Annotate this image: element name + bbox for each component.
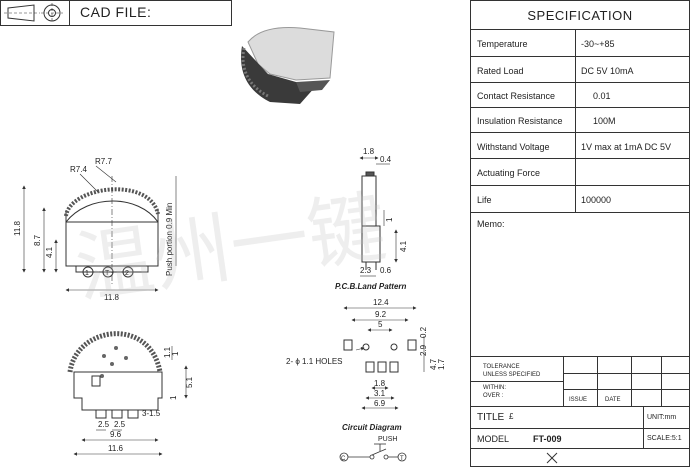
spec-label: Contact Resistance	[477, 91, 556, 101]
component-3d-render	[241, 27, 335, 104]
unit-label: UNIT:mm	[647, 414, 677, 421]
bottom-width-pins: 3-1.5	[142, 409, 161, 418]
specification-table: SPECIFICATION Temperature -30~+85 Rated …	[470, 0, 690, 467]
cad-file-label: CAD FILE:	[80, 4, 152, 20]
spec-value: 1V max at 1mA DC 5V	[581, 142, 672, 152]
pcb-width-5: 3.1	[374, 389, 386, 398]
pcb-width-6: 6.9	[374, 399, 386, 408]
spec-row-rated-load: Rated Load DC 5V 10mA	[471, 57, 689, 83]
bottom-width-4: 9.6	[110, 430, 122, 439]
front-height-low: 4.1	[45, 246, 54, 258]
spec-label: Insulation Resistance	[477, 116, 563, 126]
pcb-title: P.C.B.Land Pattern	[335, 282, 407, 291]
bottom-height-3: 5.1	[185, 376, 194, 388]
pin-t-label: T	[105, 270, 110, 277]
pcb-width-2: 9.2	[375, 310, 387, 319]
scale-label: SCALE:5:1	[647, 435, 682, 442]
spec-label: Actuating Force	[477, 168, 541, 178]
pcb-width-3: 5	[378, 320, 383, 329]
spec-title: SPECIFICATION	[471, 1, 689, 30]
tolerance-label: TOLERANCE UNLESS SPECIFIED	[483, 364, 541, 378]
side-view	[359, 156, 398, 277]
circuit-title: Circuit Diagram	[342, 423, 402, 432]
pin-2-label: 2	[125, 270, 129, 277]
spec-row-insulation-resistance: Insulation Resistance 100M	[471, 108, 689, 133]
over-label: OVER :	[483, 393, 504, 399]
cad-header-box	[0, 0, 232, 26]
push-portion-note: Push portion 0.9 Min	[165, 203, 174, 276]
spec-label: Withstand Voltage	[477, 142, 550, 152]
pcb-holes-note: 2- ϕ 1.1 HOLES	[286, 357, 343, 366]
spec-row-actuating-force: Actuating Force	[471, 159, 689, 186]
technical-drawing: R7.7 R7.4 11.8 8.7 4.1 11.8 Push portion…	[13, 27, 446, 462]
bottom-width-2: 2.5	[98, 420, 110, 429]
spec-label: Life	[477, 195, 492, 205]
front-height-mid: 8.7	[33, 234, 42, 246]
side-height-b: 4.1	[399, 240, 408, 252]
circuit-c-label: C	[341, 456, 346, 462]
date-label: DATE	[605, 397, 621, 403]
spec-value: -30~+85	[581, 39, 615, 49]
spec-row-contact-resistance: Contact Resistance 0.01	[471, 83, 689, 108]
bottom-height-2: 1.1	[163, 346, 172, 358]
cross-mark-icon	[546, 452, 558, 464]
projection-symbol	[0, 0, 70, 26]
bottom-height-1: 1	[171, 351, 180, 356]
model-row: MODEL FT-009 SCALE:5:1	[471, 429, 689, 449]
watermark-text: 温州一键	[70, 182, 391, 313]
side-width-top2: 0.4	[380, 155, 392, 164]
watermark: 温州一键	[70, 182, 391, 313]
side-height-a: 1	[385, 217, 394, 222]
spec-value: 100000	[581, 195, 612, 205]
circuit-t-label: T	[400, 456, 404, 462]
pcb-height-3: 4.7	[429, 358, 438, 370]
spec-label: Rated Load	[477, 66, 524, 76]
front-view	[22, 165, 177, 292]
title-label: TITLE	[477, 412, 505, 423]
side-width-bot1: 2.3	[360, 266, 372, 275]
tolerance-block: TOLERANCE UNLESS SPECIFIED WITHIN: OVER …	[471, 357, 689, 407]
pcb-height-1: 2.9	[419, 344, 428, 356]
front-height-total: 11.8	[13, 220, 22, 236]
side-width-bot2: 0.6	[380, 266, 392, 275]
bottom-width-3: 2.5	[114, 420, 126, 429]
title-row: TITLE £ UNIT:mm	[471, 407, 689, 429]
bottom-height-4: 1	[169, 395, 178, 400]
radius-r1: R7.7	[95, 157, 112, 166]
spec-value: 0.01	[593, 91, 611, 101]
pcb-width-4: 1.8	[374, 379, 386, 388]
front-width: 11.8	[104, 293, 120, 302]
side-width-top: 1.8	[363, 147, 375, 156]
projection-symbol-icon	[4, 3, 63, 23]
spec-row-life: Life 100000	[471, 186, 689, 213]
memo-label: Memo:	[477, 219, 505, 229]
pin-1-label: 1	[85, 270, 89, 277]
bottom-width-5: 11.6	[108, 444, 124, 453]
spec-row-temperature: Temperature -30~+85	[471, 29, 689, 57]
title-value: £	[509, 412, 514, 421]
model-label: MODEL	[477, 434, 510, 444]
spec-value: DC 5V 10mA	[581, 66, 634, 76]
pcb-height-4: 1.7	[437, 358, 446, 370]
bottom-view	[67, 331, 188, 456]
memo-area: Memo:	[471, 213, 689, 357]
pcb-height-2: 0.2	[419, 326, 428, 338]
issue-label: ISSUE	[569, 397, 588, 403]
radius-r2: R7.4	[70, 165, 87, 174]
spec-label: Temperature	[477, 39, 528, 49]
model-value: FT-009	[533, 434, 562, 444]
pcb-width-1: 12.4	[373, 298, 389, 307]
within-label: WITHIN:	[483, 385, 506, 391]
spec-row-withstand-voltage: Withstand Voltage 1V max at 1mA DC 5V	[471, 133, 689, 159]
circuit-diagram	[339, 443, 407, 462]
spec-value: 100M	[593, 116, 616, 126]
pcb-land-pattern	[343, 306, 425, 410]
circuit-push-label: PUSH	[378, 436, 397, 443]
